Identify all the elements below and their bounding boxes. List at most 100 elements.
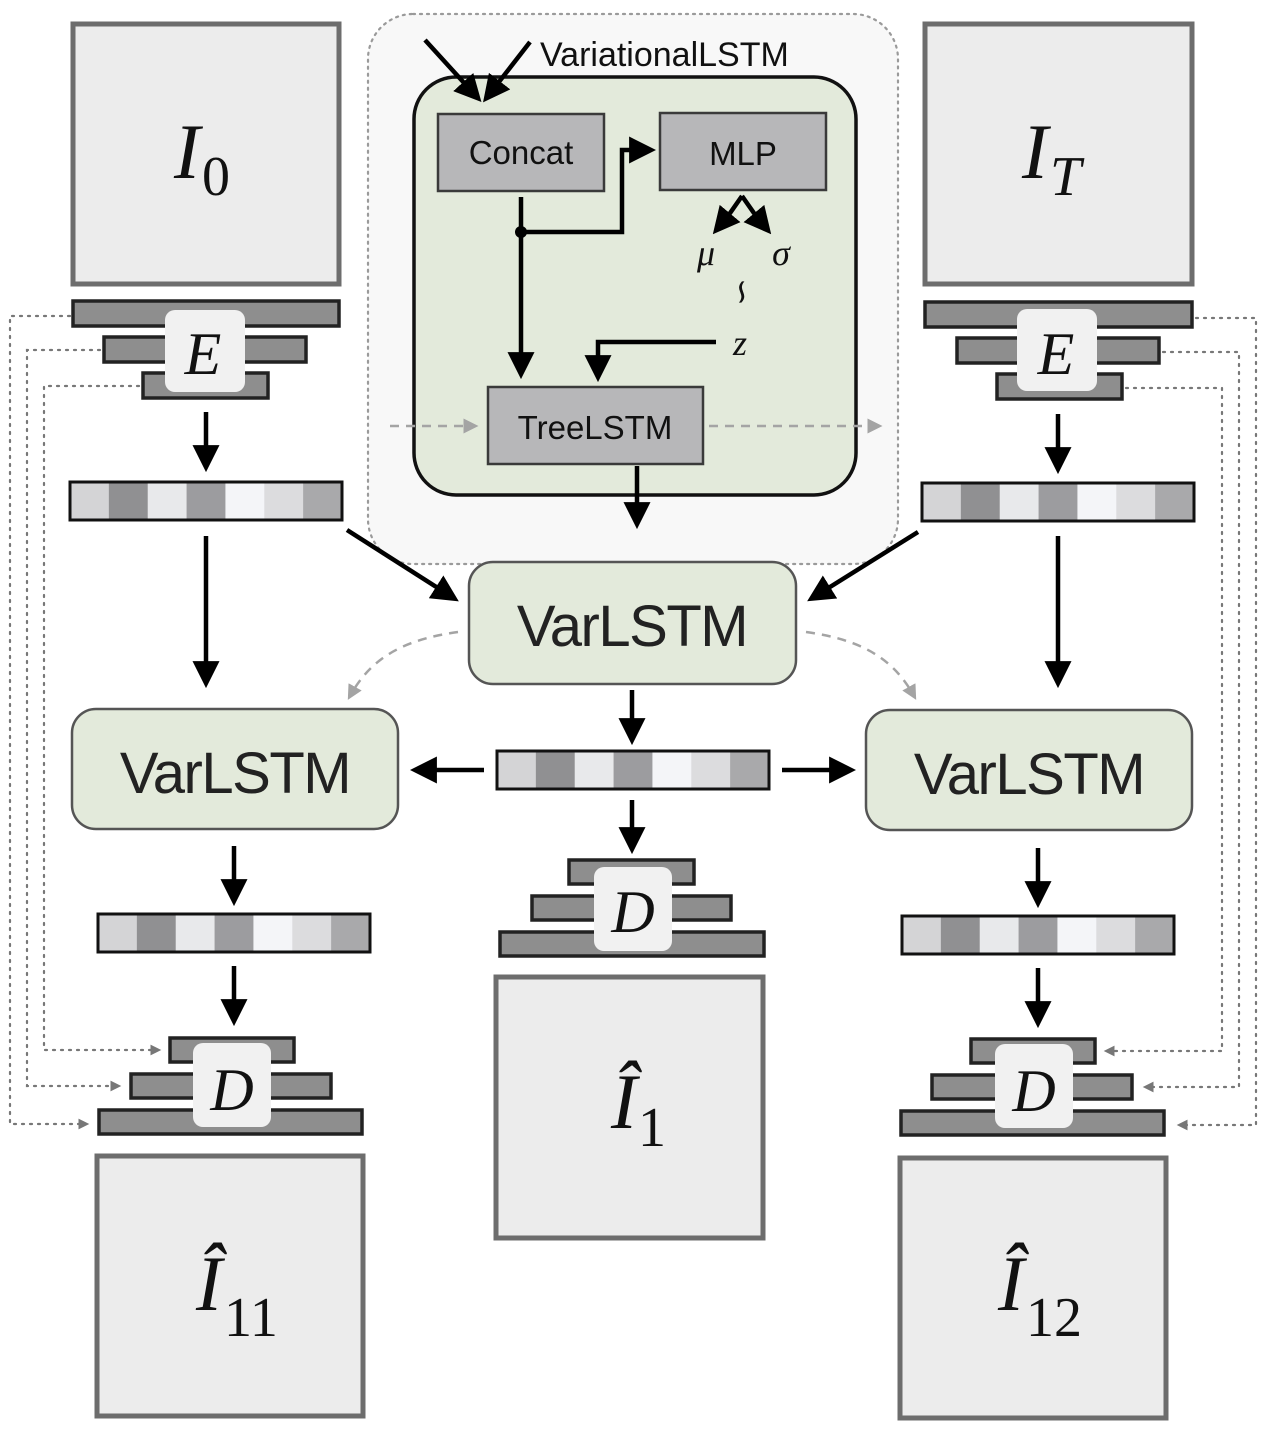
z-to-treelstm-arrow bbox=[584, 339, 716, 383]
feature-cell bbox=[940, 916, 981, 954]
state-to-right-arrow bbox=[805, 630, 917, 700]
feature-vector-border bbox=[495, 749, 771, 791]
treelstm-box bbox=[486, 385, 705, 466]
feature-cell bbox=[214, 914, 254, 952]
feature-vector-center bbox=[495, 749, 771, 791]
feature-cell bbox=[535, 751, 576, 789]
feature-cell bbox=[1038, 483, 1078, 521]
feature-cell bbox=[979, 916, 1020, 954]
skip-connections-right bbox=[1103, 316, 1258, 1131]
feature-cell bbox=[1155, 483, 1195, 521]
feature-cell bbox=[574, 751, 615, 789]
mlp-box bbox=[658, 111, 828, 192]
feature-cell bbox=[613, 751, 653, 789]
output-i11-subscript: 11 bbox=[224, 1287, 278, 1349]
feature-cell bbox=[331, 914, 371, 952]
concat-to-mlp-arrow bbox=[521, 136, 657, 235]
feature-cell bbox=[902, 916, 942, 954]
feature-cell bbox=[175, 914, 216, 952]
varlstm-center bbox=[467, 560, 798, 686]
feature-cell bbox=[1116, 483, 1156, 521]
input-it-symbol: I bbox=[1021, 108, 1052, 195]
feature-vector-left-out bbox=[96, 912, 372, 954]
feature-cell bbox=[497, 751, 537, 789]
feature-cell bbox=[253, 914, 293, 952]
decoder-right: D bbox=[899, 1037, 1166, 1137]
feature-cell bbox=[225, 482, 265, 520]
varlstm-right-label: VarLSTM bbox=[914, 742, 1144, 807]
feature-cell bbox=[186, 482, 226, 520]
output-i11-symbol: Î bbox=[195, 1240, 227, 1327]
state-to-left-arrow bbox=[347, 630, 459, 700]
feature-cell bbox=[303, 482, 343, 520]
feature-vector-i0 bbox=[68, 480, 344, 522]
encoder-left-label: E bbox=[184, 321, 222, 387]
output-i12-subscript: 12 bbox=[1026, 1287, 1082, 1349]
decoder-left: D bbox=[97, 1036, 364, 1136]
feature-cell bbox=[1057, 916, 1097, 954]
output-frame-i12 bbox=[897, 1155, 1169, 1421]
input-it-subscript: T bbox=[1050, 146, 1085, 208]
feature-cell bbox=[264, 482, 304, 520]
right-to-varlstm-arrow bbox=[807, 530, 920, 602]
varlstm-right bbox=[864, 708, 1194, 832]
feature-cell bbox=[922, 483, 962, 521]
encoder-right-label: E bbox=[1037, 321, 1075, 387]
decoder-right-label: D bbox=[1011, 1058, 1055, 1124]
treelstm-label: TreeLSTM bbox=[518, 409, 673, 446]
skip-connections-left bbox=[8, 314, 162, 1130]
decoder-center-label: D bbox=[610, 879, 654, 945]
left-to-varlstm-arrow bbox=[345, 528, 459, 602]
feature-cell bbox=[98, 914, 138, 952]
output-i1-subscript: 1 bbox=[638, 1097, 666, 1159]
feature-cell bbox=[999, 483, 1040, 521]
feature-vector-border bbox=[900, 914, 1176, 956]
input-i0-symbol: I bbox=[173, 108, 204, 195]
feature-cell bbox=[730, 751, 770, 789]
concat-label: Concat bbox=[469, 134, 574, 171]
varlstm-left-label: VarLSTM bbox=[120, 741, 350, 806]
sample-symbol: ∽ bbox=[723, 278, 760, 307]
encoder-right: E bbox=[923, 300, 1194, 401]
feature-cell bbox=[70, 482, 110, 520]
concat-box bbox=[436, 112, 606, 193]
feature-cell bbox=[136, 914, 177, 952]
feature-cell bbox=[1018, 916, 1058, 954]
feature-cell bbox=[960, 483, 1001, 521]
input-frame-it bbox=[922, 21, 1195, 287]
feature-vector-border bbox=[96, 912, 372, 954]
inset-input-arrow bbox=[423, 38, 482, 102]
feature-cell bbox=[292, 914, 332, 952]
varlstm-left bbox=[70, 707, 400, 831]
feature-cell bbox=[108, 482, 149, 520]
inset-input-arrow bbox=[483, 40, 532, 103]
feature-vector-border bbox=[920, 481, 1196, 523]
encoder-left: E bbox=[71, 299, 341, 400]
z-symbol: z bbox=[732, 323, 747, 363]
inset-title: VariationalLSTM bbox=[540, 36, 789, 74]
decoder-center: D bbox=[498, 858, 766, 958]
feature-cell bbox=[1077, 483, 1117, 521]
output-i12-symbol: Î bbox=[997, 1240, 1029, 1327]
feature-cell bbox=[1135, 916, 1175, 954]
feature-vector-it bbox=[920, 481, 1196, 523]
feature-cell bbox=[652, 751, 692, 789]
output-frame-i11 bbox=[94, 1153, 366, 1419]
mu-symbol: μ bbox=[696, 233, 715, 273]
sigma-symbol: σ bbox=[772, 233, 791, 273]
mlp-to-mu-arrow bbox=[712, 194, 744, 235]
feature-cell bbox=[147, 482, 188, 520]
feature-cell bbox=[1096, 916, 1136, 954]
feature-vector-border bbox=[68, 480, 344, 522]
input-i0-subscript: 0 bbox=[202, 146, 230, 208]
varlstm-center-label: VarLSTM bbox=[517, 594, 747, 659]
mlp-to-sigma-arrow bbox=[740, 194, 772, 235]
decoder-left-label: D bbox=[209, 1057, 253, 1123]
mlp-label: MLP bbox=[709, 135, 777, 172]
output-frame-i1 bbox=[493, 974, 766, 1241]
feature-vector-right-out bbox=[900, 914, 1176, 956]
feature-cell bbox=[691, 751, 731, 789]
output-i1-symbol: Î bbox=[610, 1058, 642, 1145]
input-frame-i0 bbox=[70, 21, 342, 287]
